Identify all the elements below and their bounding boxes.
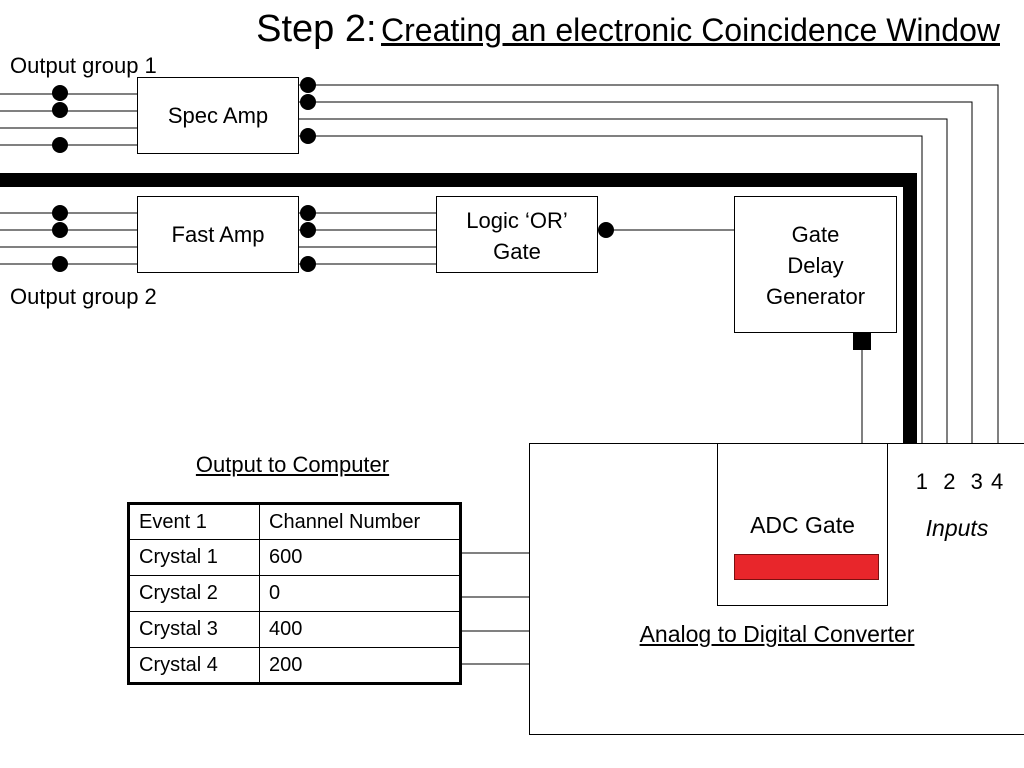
fast-amp-block: Fast Amp [137, 196, 299, 273]
logic-or-gate-label: Logic ‘OR’ Gate [466, 208, 568, 264]
adc-input-4-wire [299, 84, 999, 443]
table-row: Crystal 2 0 [128, 575, 461, 612]
delay-output-terminal [853, 333, 871, 350]
output-to-computer-title: Output to Computer [195, 452, 390, 477]
table-row: Crystal 1 600 [128, 539, 461, 576]
junction-dot [300, 94, 316, 110]
junction-dot [52, 205, 68, 221]
junction-dot [598, 222, 614, 238]
fast-amp-label: Fast Amp [171, 222, 265, 247]
junction-dot [300, 222, 316, 238]
spec-amp-label: Spec Amp [167, 103, 269, 128]
title-subtitle: Creating an electronic Coincidence Windo… [381, 12, 1000, 48]
gate-delay-generator-label: Gate Delay Generator [765, 222, 866, 309]
thick-bus-line [0, 173, 917, 443]
output-group-2-label: Output group 2 [10, 284, 157, 309]
table-cell: 0 [259, 575, 461, 612]
adc-input-3-wire [299, 101, 973, 443]
junction-dot [52, 102, 68, 118]
table-header-cell: Channel Number [259, 503, 461, 540]
logic-or-gate-block: Logic ‘OR’ Gate [436, 196, 598, 273]
table-cell: 400 [259, 611, 461, 648]
adc-input-numbers: 1 2 3 4 [915, 469, 1005, 494]
table-row: Crystal 3 400 [128, 611, 461, 648]
table-header-cell: Event 1 [128, 503, 260, 540]
output-table: Event 1 Channel Number Crystal 1 600 Cry… [127, 502, 462, 685]
adc-label: Analog to Digital Converter [639, 621, 915, 647]
spec-amp-block: Spec Amp [137, 77, 299, 154]
junction-dot [52, 222, 68, 238]
junction-dot [300, 77, 316, 93]
page-title: Step 2: Creating an electronic Coinciden… [0, 8, 1000, 51]
table-cell: 200 [259, 647, 461, 684]
table-cell: Crystal 4 [128, 647, 260, 684]
table-cell: 600 [259, 539, 461, 576]
table-cell: Crystal 3 [128, 611, 260, 648]
adc-gate-block [717, 443, 888, 606]
table-row: Crystal 4 200 [128, 647, 461, 684]
gate-delay-generator-block: Gate Delay Generator [734, 196, 897, 333]
table-cell: Crystal 1 [128, 539, 260, 576]
title-step: Step 2: [256, 8, 377, 50]
adc-input-2-wire [299, 118, 948, 443]
junction-dot [52, 137, 68, 153]
table-cell: Crystal 2 [128, 575, 260, 612]
adc-input-1-wire [299, 135, 923, 443]
junction-dot [52, 256, 68, 272]
output-group-1-label: Output group 1 [10, 53, 157, 78]
junction-dot [300, 128, 316, 144]
junction-dot [52, 85, 68, 101]
adc-inputs-label: Inputs [925, 515, 989, 541]
junction-dot [300, 205, 316, 221]
adc-gate-indicator-bar [734, 554, 879, 580]
junction-dot [300, 256, 316, 272]
table-header-row: Event 1 Channel Number [128, 503, 461, 540]
adc-gate-label: ADC Gate [750, 512, 855, 538]
